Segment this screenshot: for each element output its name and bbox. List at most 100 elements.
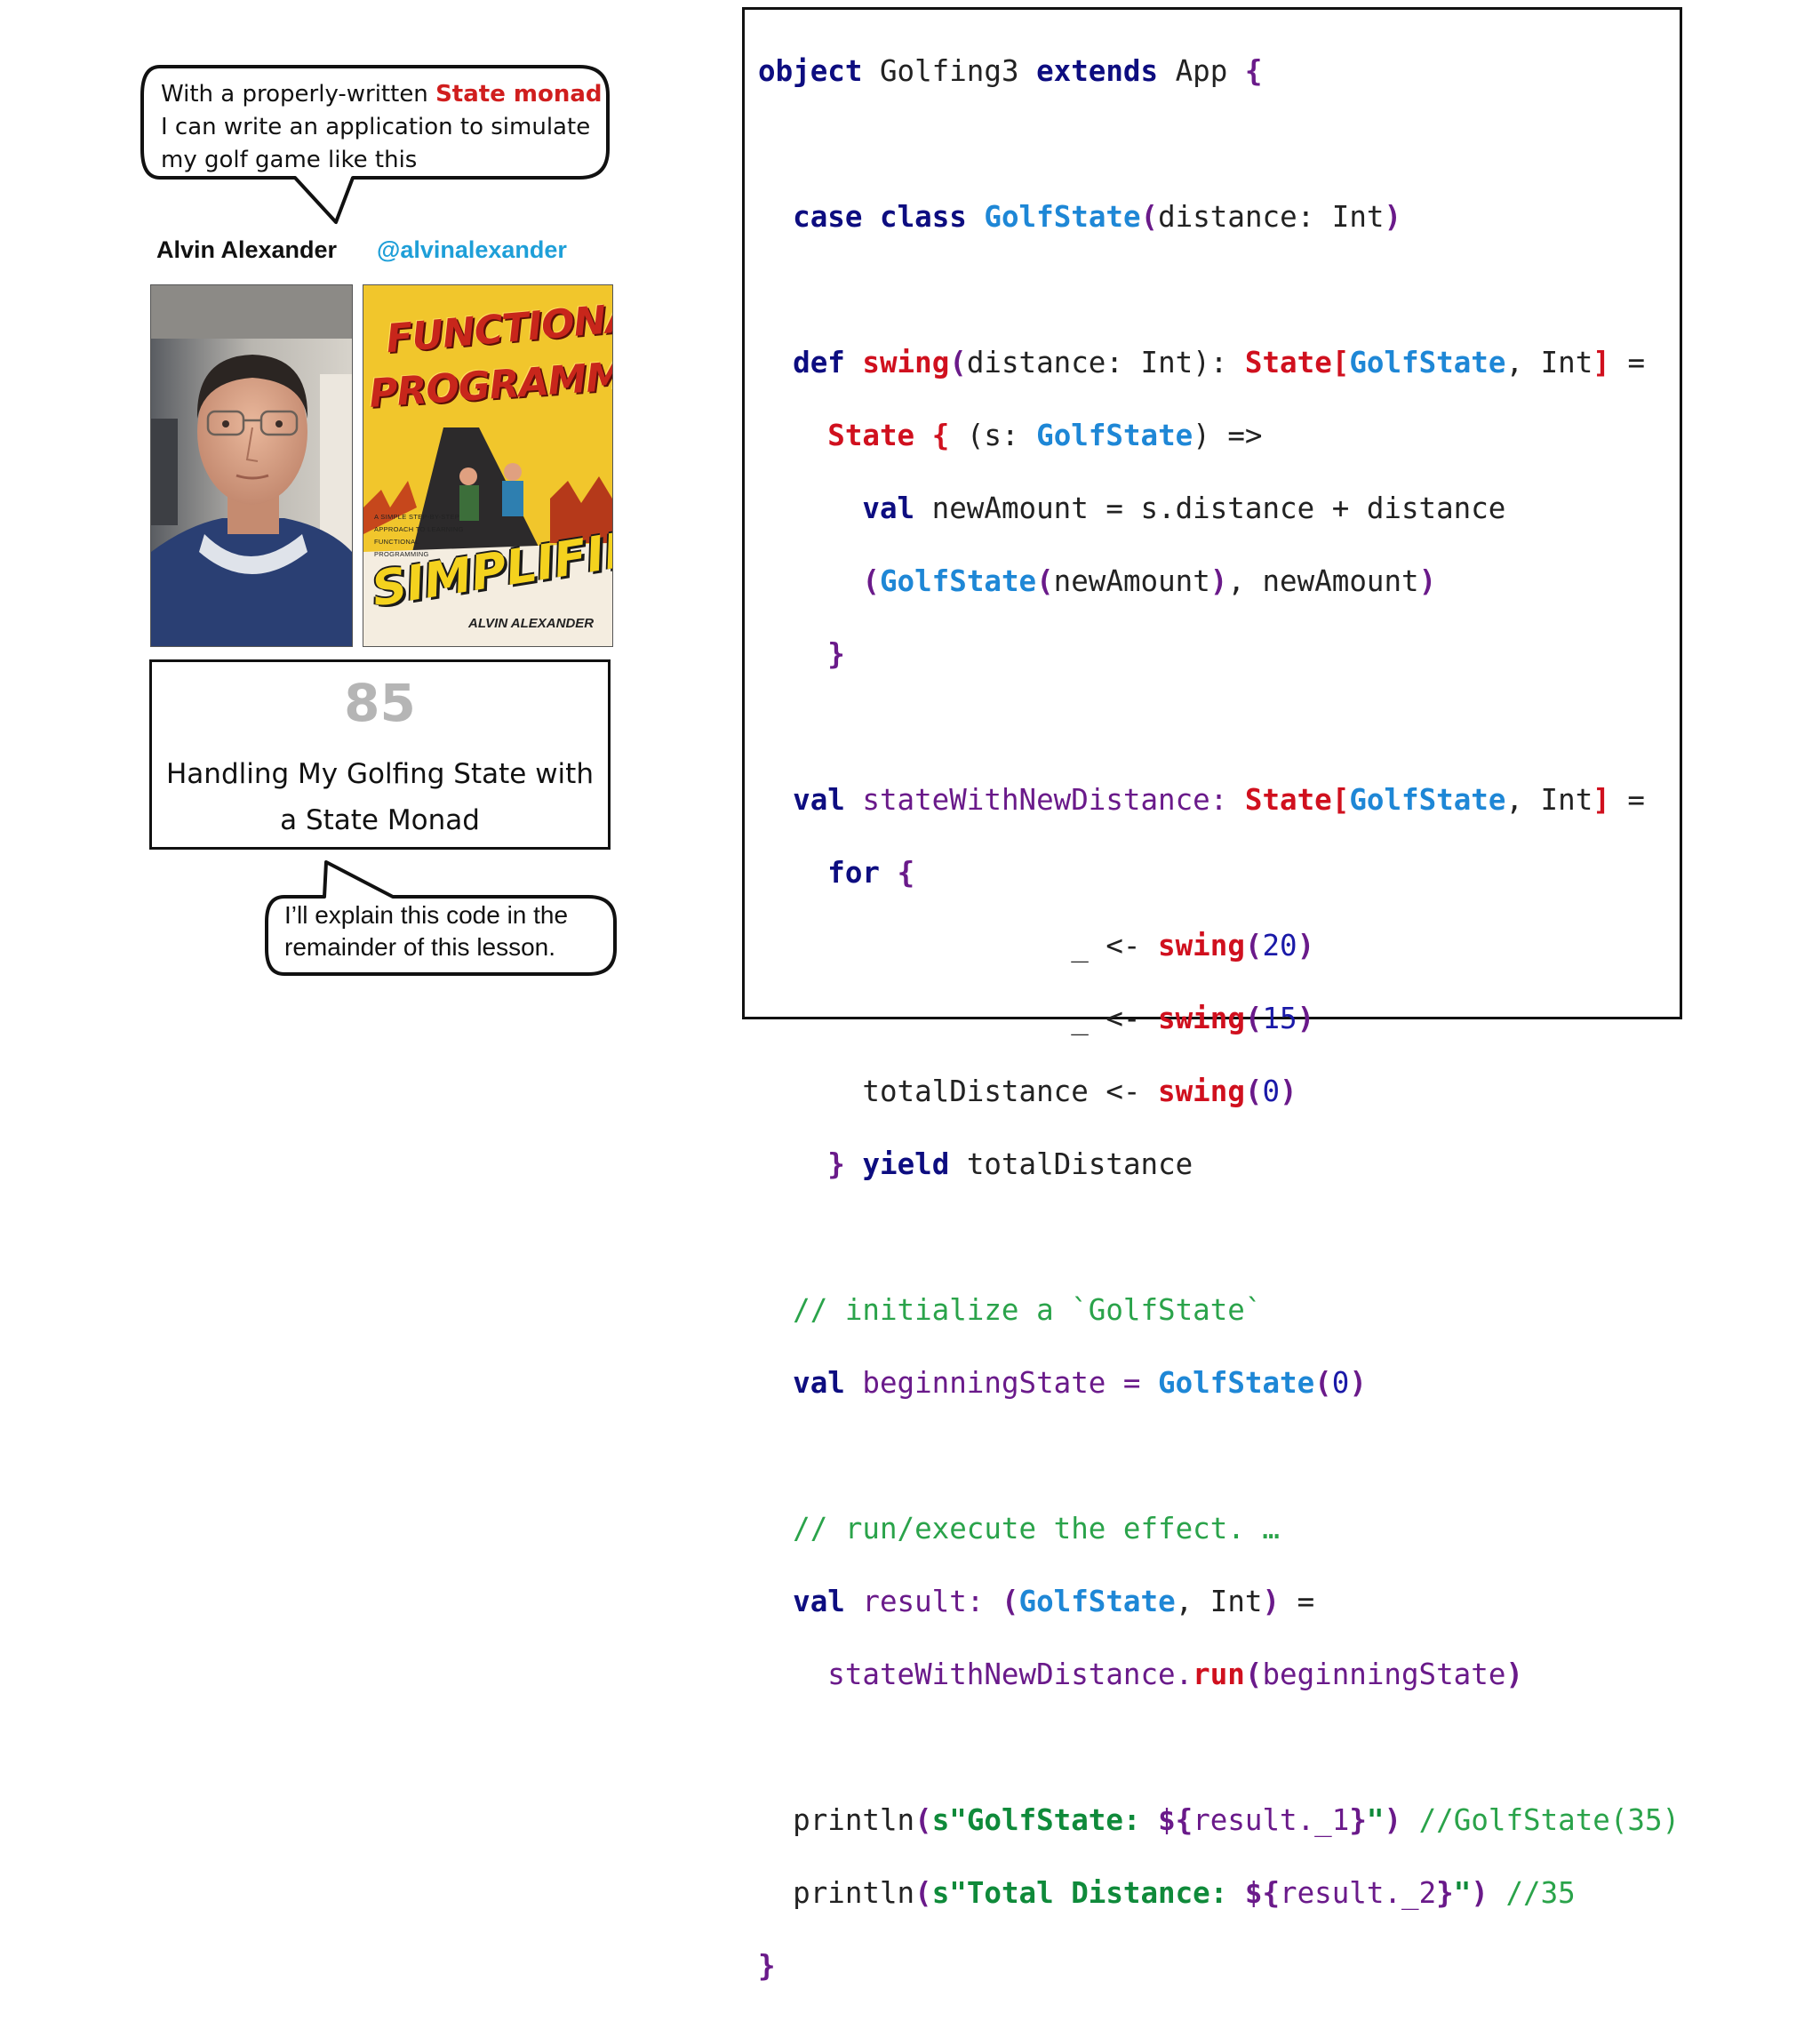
identifier: result:	[844, 1585, 1002, 1618]
type-name: GolfState	[1158, 1366, 1315, 1400]
space	[845, 1147, 863, 1181]
speech-bubble-bottom-text: I’ll explain this code in the remainder …	[284, 901, 569, 961]
paren: (	[1036, 564, 1054, 598]
binding: totalDistance <-	[758, 1074, 1159, 1108]
identifier: totalDistance	[949, 1147, 1193, 1181]
method-name: swing	[1158, 929, 1245, 963]
punct: =	[1609, 783, 1645, 817]
interp: }	[1436, 1876, 1454, 1910]
identifier: App	[1158, 54, 1245, 88]
identifier: println	[758, 1876, 915, 1910]
paren: (	[1244, 929, 1263, 963]
state-type: State	[827, 419, 915, 452]
code-line-26: println(s"Total Distance: ${result._2}")…	[758, 1875, 1680, 1912]
code-line-5: def swing(distance: Int): State[GolfStat…	[758, 345, 1680, 381]
paren: (	[1314, 1366, 1332, 1400]
paren: )	[1262, 1585, 1281, 1618]
paren: (	[914, 1876, 932, 1910]
binding: _ <-	[758, 1002, 1159, 1035]
code-line-27: }	[758, 1948, 1680, 1985]
string: s"Total Distance:	[931, 1876, 1245, 1910]
space	[914, 419, 932, 452]
brace: }	[827, 637, 845, 671]
identifier: , newAmount	[1227, 564, 1419, 598]
number: 0	[1262, 1074, 1281, 1108]
number: 0	[1331, 1366, 1350, 1400]
paren: )	[1384, 1803, 1402, 1837]
indent	[758, 1585, 793, 1618]
space	[862, 200, 880, 234]
indent	[758, 346, 793, 379]
keyword: class	[880, 200, 967, 234]
method-name: run	[1193, 1658, 1245, 1691]
state-type: State	[1244, 346, 1332, 379]
keyword: val	[862, 491, 915, 525]
expression: newAmount = s.distance + distance	[914, 491, 1506, 525]
indent	[758, 1366, 793, 1400]
method-name: swing	[1158, 1074, 1245, 1108]
book-author: ALVIN ALEXANDER	[468, 616, 595, 631]
bracket: ]	[1592, 346, 1610, 379]
author-handle[interactable]: @alvinalexander	[377, 236, 567, 263]
paren: )	[1349, 1366, 1367, 1400]
paren: (	[862, 564, 880, 598]
punct: =	[1280, 1585, 1315, 1618]
string: "	[1453, 1876, 1472, 1910]
code-line-14: _ <- swing(15)	[758, 1001, 1680, 1037]
identifier: newAmount	[1053, 564, 1210, 598]
paren: (	[1001, 1585, 1019, 1618]
code-panel: object Golfing3 extends App { case class…	[742, 7, 1682, 1983]
speech-top-text-before: With a properly-written	[161, 81, 436, 108]
space	[880, 856, 898, 890]
code-line-25: println(s"GolfState: ${result._1}") //Go…	[758, 1802, 1680, 1839]
interp: }	[1349, 1803, 1367, 1837]
identifier: stateWithNewDistance.	[758, 1658, 1193, 1691]
code-line-16: } yield totalDistance	[758, 1146, 1680, 1183]
author-portrait	[150, 284, 353, 647]
keyword: case	[793, 200, 863, 234]
bracket: [	[1331, 346, 1350, 379]
keyword: yield	[862, 1147, 950, 1181]
brace: {	[931, 419, 950, 452]
indent	[758, 491, 862, 525]
paren: (	[914, 1803, 932, 1837]
paren: )	[1471, 1876, 1489, 1910]
speech-bubble-bottom	[265, 860, 617, 976]
paren: (	[1244, 1658, 1263, 1691]
brace: }	[827, 1147, 845, 1181]
lesson-number: 85	[344, 673, 416, 733]
indent	[758, 856, 827, 890]
keyword: val	[793, 783, 845, 817]
paren: )	[1297, 929, 1315, 963]
punct: (s:	[949, 419, 1037, 452]
lesson-box: 85 Handling My Golfing State with a Stat…	[149, 659, 611, 850]
code-line-12: for {	[758, 855, 1680, 891]
identifier: Golfing3	[862, 54, 1037, 88]
indent	[758, 419, 827, 452]
indent	[758, 200, 793, 234]
keyword: val	[793, 1366, 845, 1400]
type-name: GolfState	[1036, 419, 1193, 452]
keyword: extends	[1036, 54, 1159, 88]
number: 15	[1262, 1002, 1297, 1035]
paren: (	[1244, 1002, 1263, 1035]
speech-top-text-after: I can write an application to simulate m…	[161, 114, 591, 173]
param: distance: Int	[966, 346, 1193, 379]
indent	[758, 1147, 827, 1181]
number: 20	[1262, 929, 1297, 963]
code-line-23: stateWithNewDistance.run(beginningState)	[758, 1657, 1680, 1693]
type-name: , Int	[1175, 1585, 1263, 1618]
code-line-13: _ <- swing(20)	[758, 928, 1680, 964]
speech-bubble-top	[140, 65, 610, 224]
interp: ${	[1244, 1876, 1281, 1910]
book-cover: FUNCTIONAL PROGRAMMING A SIMPLE STEP-BY-…	[363, 284, 613, 647]
code-block: object Golfing3 extends App { case class…	[758, 17, 1680, 2021]
type-name: GolfState	[879, 564, 1037, 598]
paren: (	[949, 346, 967, 379]
paren: )	[1280, 1074, 1297, 1108]
type-name: GolfState	[1349, 783, 1506, 817]
identifier: stateWithNewDistance:	[844, 783, 1245, 817]
paren: )	[1297, 1002, 1315, 1035]
speech-bubble-top-text: With a properly-written State monad I ca…	[161, 78, 605, 177]
identifier: result._1	[1193, 1803, 1350, 1837]
